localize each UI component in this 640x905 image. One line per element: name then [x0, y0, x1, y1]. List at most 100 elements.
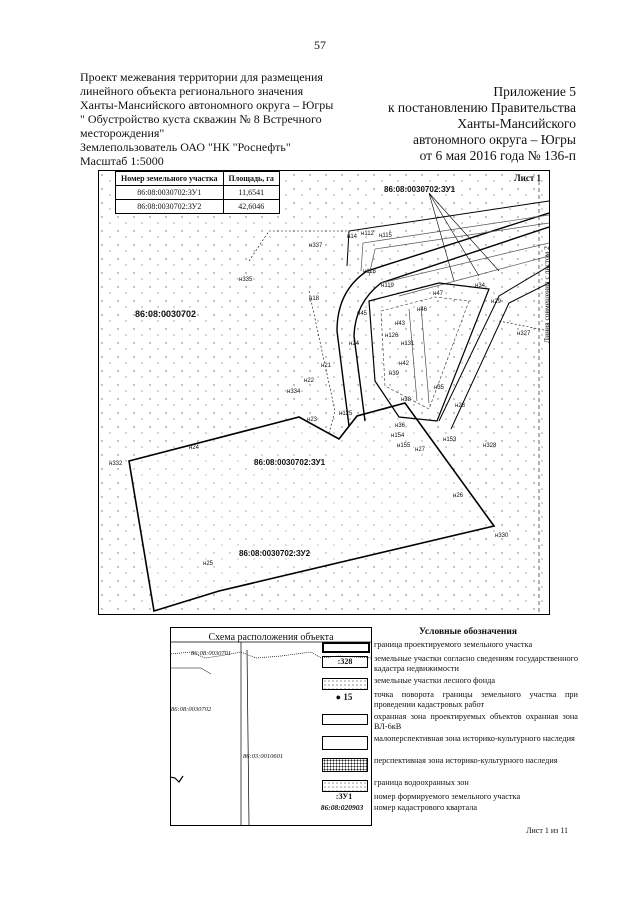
cadastral-map: Номер земельного участка Площадь, га 86:…	[98, 170, 550, 615]
cadastre-symbol: :328	[322, 656, 368, 668]
right-header-line: автономного округа – Югры	[413, 132, 576, 147]
forest-symbol	[322, 678, 368, 690]
legend-text: номер формируемого земельного участка	[374, 792, 521, 801]
water-zone-symbol	[322, 780, 368, 792]
legend-text: земельные участки лесного фонда	[374, 676, 496, 685]
legend-item: ● 15 точка поворота границы земельного у…	[318, 690, 578, 710]
point-label: н23	[307, 417, 317, 423]
legend-item: граница проектируемого земельного участк…	[318, 640, 578, 653]
point-label: н22	[304, 378, 314, 384]
point-label: н126	[385, 333, 399, 339]
left-header-line: Землепользователь ОАО "НК "Роснефть"	[80, 140, 291, 154]
point-label: н125	[339, 411, 353, 417]
map-label-zu2: 86:08:0030702:ЗУ2	[239, 549, 311, 558]
point-label: н45	[357, 311, 367, 317]
point-label: н35	[434, 385, 444, 391]
page-number: 57	[314, 38, 326, 52]
object-marker	[171, 775, 184, 783]
point-label: н115	[379, 233, 392, 239]
point-label: н112	[361, 231, 374, 237]
appendix-title: Приложение 5	[493, 84, 576, 99]
point-label: н36	[395, 423, 405, 429]
point-label: н46	[417, 307, 427, 313]
legend-text: малоперспективная зона историко-культурн…	[374, 734, 575, 743]
right-header-line: к постановлению Правительства	[387, 100, 576, 115]
parcel-zu2-boundary	[128, 402, 496, 613]
point-label: н28	[455, 403, 465, 409]
legend-item: :328 земельные участки согласно сведения…	[318, 654, 578, 674]
point-label: н154	[391, 433, 405, 439]
point-label: н334	[287, 389, 301, 395]
legend-item: малоперспективная зона историко-культурн…	[318, 734, 578, 754]
left-header-line: Масштаб 1:5000	[80, 154, 164, 168]
point-label: н18	[309, 296, 319, 302]
point-label: н153	[443, 437, 457, 443]
table-cell: 11,6541	[222, 185, 280, 200]
legend-text: граница водоохранных зон	[374, 778, 469, 787]
point-label: н14	[347, 234, 357, 240]
right-header-line: Ханты-Мансийского	[457, 116, 576, 131]
point-label: н332	[109, 461, 123, 467]
inset-label: 86:08:0030702	[171, 706, 212, 713]
point-label: н43	[395, 321, 405, 327]
point-label: н119	[381, 283, 394, 289]
legend-text: граница проектируемого земельного участк…	[374, 640, 533, 649]
legend: Условные обозначения граница проектируем…	[318, 627, 578, 816]
point-label: н21	[321, 363, 331, 369]
map-drawing	[99, 171, 549, 614]
point-label: н34	[475, 283, 485, 289]
left-header-line: Ханты-Мансийского автономного округа – Ю…	[80, 98, 334, 112]
left-header-line: линейного объекта регионального значения	[80, 84, 304, 98]
table-cell: 86:08:0030702:ЗУ1	[115, 185, 224, 200]
left-header-line: Проект межевания территории для размещен…	[80, 70, 323, 84]
table-cell: 86:08:0030702:ЗУ2	[115, 199, 224, 214]
point-label: н25	[203, 561, 213, 567]
map-label-zu1: 86:08:0030702:ЗУ1	[254, 458, 326, 467]
right-header-line: от 6 мая 2016 года № 136-п	[419, 148, 576, 163]
legend-item: земельные участки лесного фонда	[318, 676, 578, 690]
table-cell: 42,6046	[222, 199, 280, 214]
boundary-symbol	[322, 642, 370, 653]
point-label: н335	[239, 277, 253, 283]
sheet-footer: Лист 1 из 11	[526, 826, 568, 835]
legend-text: перспективная зона историко-культурного …	[374, 756, 558, 765]
table-row: 86:08:0030702:ЗУ1 11,6541	[115, 185, 280, 200]
legend-text: охранная зона проектируемых объектов охр…	[374, 712, 578, 731]
well-pad-boundary	[368, 282, 490, 422]
legend-item: 86:08:020903 номер кадастрового квартала	[318, 803, 578, 814]
legend-text: номер кадастрового квартала	[374, 803, 478, 812]
point-label: н42	[399, 361, 409, 367]
legend-item: охранная зона проектируемых объектов охр…	[318, 712, 578, 732]
legend-item: :ЗУ1 номер формируемого земельного участ…	[318, 792, 578, 803]
left-header-line: " Обустройство куста скважин № 8 Встречн…	[80, 112, 322, 126]
point-label: н27	[415, 447, 425, 453]
zu-number-symbol: :ЗУ1	[335, 792, 353, 801]
legend-text: земельные участки согласно сведениям гос…	[374, 654, 578, 673]
quarter-number-symbol: 86:08:020903	[320, 803, 364, 812]
point-label: н24	[349, 341, 359, 347]
point-label: н118	[363, 269, 376, 275]
legend-item: граница водоохранных зон	[318, 778, 578, 792]
inset-title: Схема расположения объекта	[208, 632, 334, 643]
legend-title: Условные обозначения	[418, 627, 518, 637]
sheet-junction-note: Линия совмещения с листом 2	[542, 246, 551, 343]
point-label: н29	[491, 299, 501, 305]
parcel-zu1-boundary	[336, 212, 549, 427]
area-table-header: Номер земельного участка	[115, 171, 224, 186]
legend-text: точка поворота границы земельного участк…	[374, 690, 578, 709]
point-label: н337	[309, 243, 323, 249]
legend-item: перспективная зона историко-культурного …	[318, 756, 578, 776]
left-header-line: месторождения"	[80, 126, 165, 140]
left-header: Проект межевания территории для размещен…	[80, 70, 380, 168]
point-label: н330	[495, 533, 509, 539]
area-table: Номер земельного участка Площадь, га 86:…	[115, 171, 280, 214]
sheet-label: Лист 1	[513, 173, 541, 183]
table-row: 86:08:0030702:ЗУ2 42,6046	[115, 199, 280, 214]
point-label: н327	[517, 331, 531, 337]
map-label-quarter: 86:08:0030702	[135, 309, 197, 319]
point-label: н26	[453, 493, 463, 499]
prospect-zone-symbol	[322, 758, 368, 772]
point-symbol: ● 15	[335, 692, 353, 702]
right-header: Приложение 5 к постановлению Правительст…	[316, 84, 576, 164]
point-label: н328	[483, 443, 497, 449]
